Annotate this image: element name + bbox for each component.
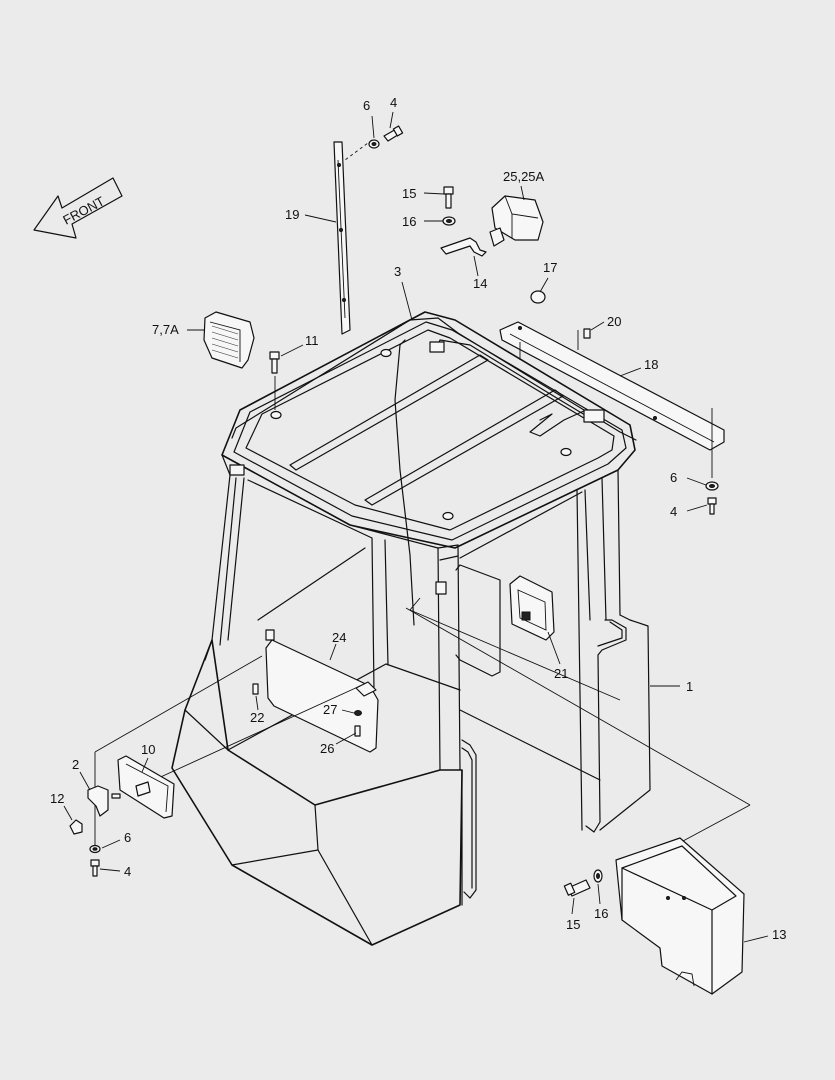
part-20-screw xyxy=(583,328,591,339)
part-17-cap xyxy=(530,290,546,304)
part-25-work-lamp xyxy=(489,195,544,247)
callout-16-bottom: 16 xyxy=(594,906,608,921)
callout-24: 24 xyxy=(332,630,346,645)
callout-3: 3 xyxy=(394,264,401,279)
callout-4-right: 4 xyxy=(670,504,677,519)
part-10-mirror xyxy=(117,755,175,819)
part-7-work-lamp xyxy=(203,311,255,369)
screw-22 xyxy=(252,683,259,695)
callout-1: 1 xyxy=(686,679,693,694)
callout-12: 12 xyxy=(50,791,64,806)
washer-6-right xyxy=(705,481,719,491)
bolt-15-bottom xyxy=(563,879,591,897)
bolt-4-right xyxy=(707,497,717,515)
part-24-sun-visor xyxy=(265,639,379,753)
callout-17: 17 xyxy=(543,260,557,275)
callout-14: 14 xyxy=(473,276,487,291)
washer-6-top xyxy=(368,139,380,149)
washer-16-top xyxy=(442,216,456,226)
callout-19: 19 xyxy=(285,207,299,222)
part-21-mirror xyxy=(509,575,555,641)
callout-6-right: 6 xyxy=(670,470,677,485)
callout-4-top: 4 xyxy=(390,95,397,110)
callout-11: 11 xyxy=(305,333,319,348)
callout-16-top: 16 xyxy=(402,214,416,229)
part-14-bracket xyxy=(440,237,487,257)
callout-4-bottom: 4 xyxy=(124,864,131,879)
callout-10: 10 xyxy=(141,742,155,757)
callout-26: 26 xyxy=(320,741,334,756)
washer-16-bottom xyxy=(593,869,603,883)
callout-27: 27 xyxy=(323,702,337,717)
bolt-4-top xyxy=(383,125,404,142)
part-19-strip xyxy=(333,141,351,335)
front-arrow: FRONT xyxy=(33,177,123,239)
callout-15-bottom: 15 xyxy=(566,917,580,932)
part-18-plate xyxy=(499,321,725,451)
callout-20: 20 xyxy=(607,314,621,329)
callout-2: 2 xyxy=(72,757,79,772)
bolt-15-top xyxy=(443,186,454,209)
part-13-cover xyxy=(615,837,745,995)
callout-25: 25,25A xyxy=(503,169,545,184)
callout-6-top: 6 xyxy=(363,98,370,113)
screw-26 xyxy=(354,725,361,737)
part-2-bracket xyxy=(87,785,121,817)
callout-7: 7,7A xyxy=(152,322,179,337)
washer-6-bottom xyxy=(89,844,101,854)
part-12-cap xyxy=(69,819,83,835)
washer-27 xyxy=(354,710,362,716)
bolt-11 xyxy=(269,351,280,374)
callout-13: 13 xyxy=(772,927,786,942)
callout-6-bottom: 6 xyxy=(124,830,131,845)
cab-body xyxy=(171,311,651,946)
callout-22: 22 xyxy=(250,710,264,725)
leader-lines xyxy=(63,111,769,943)
callout-21: 21 xyxy=(554,666,568,681)
callout-15-top: 15 xyxy=(402,186,416,201)
bolt-4-bottom xyxy=(90,859,100,877)
front-label: FRONT xyxy=(60,193,107,227)
callouts: 6 4 19 15 16 25,25A 3 14 17 20 18 7,7A 1… xyxy=(50,95,786,942)
callout-18: 18 xyxy=(644,357,658,372)
